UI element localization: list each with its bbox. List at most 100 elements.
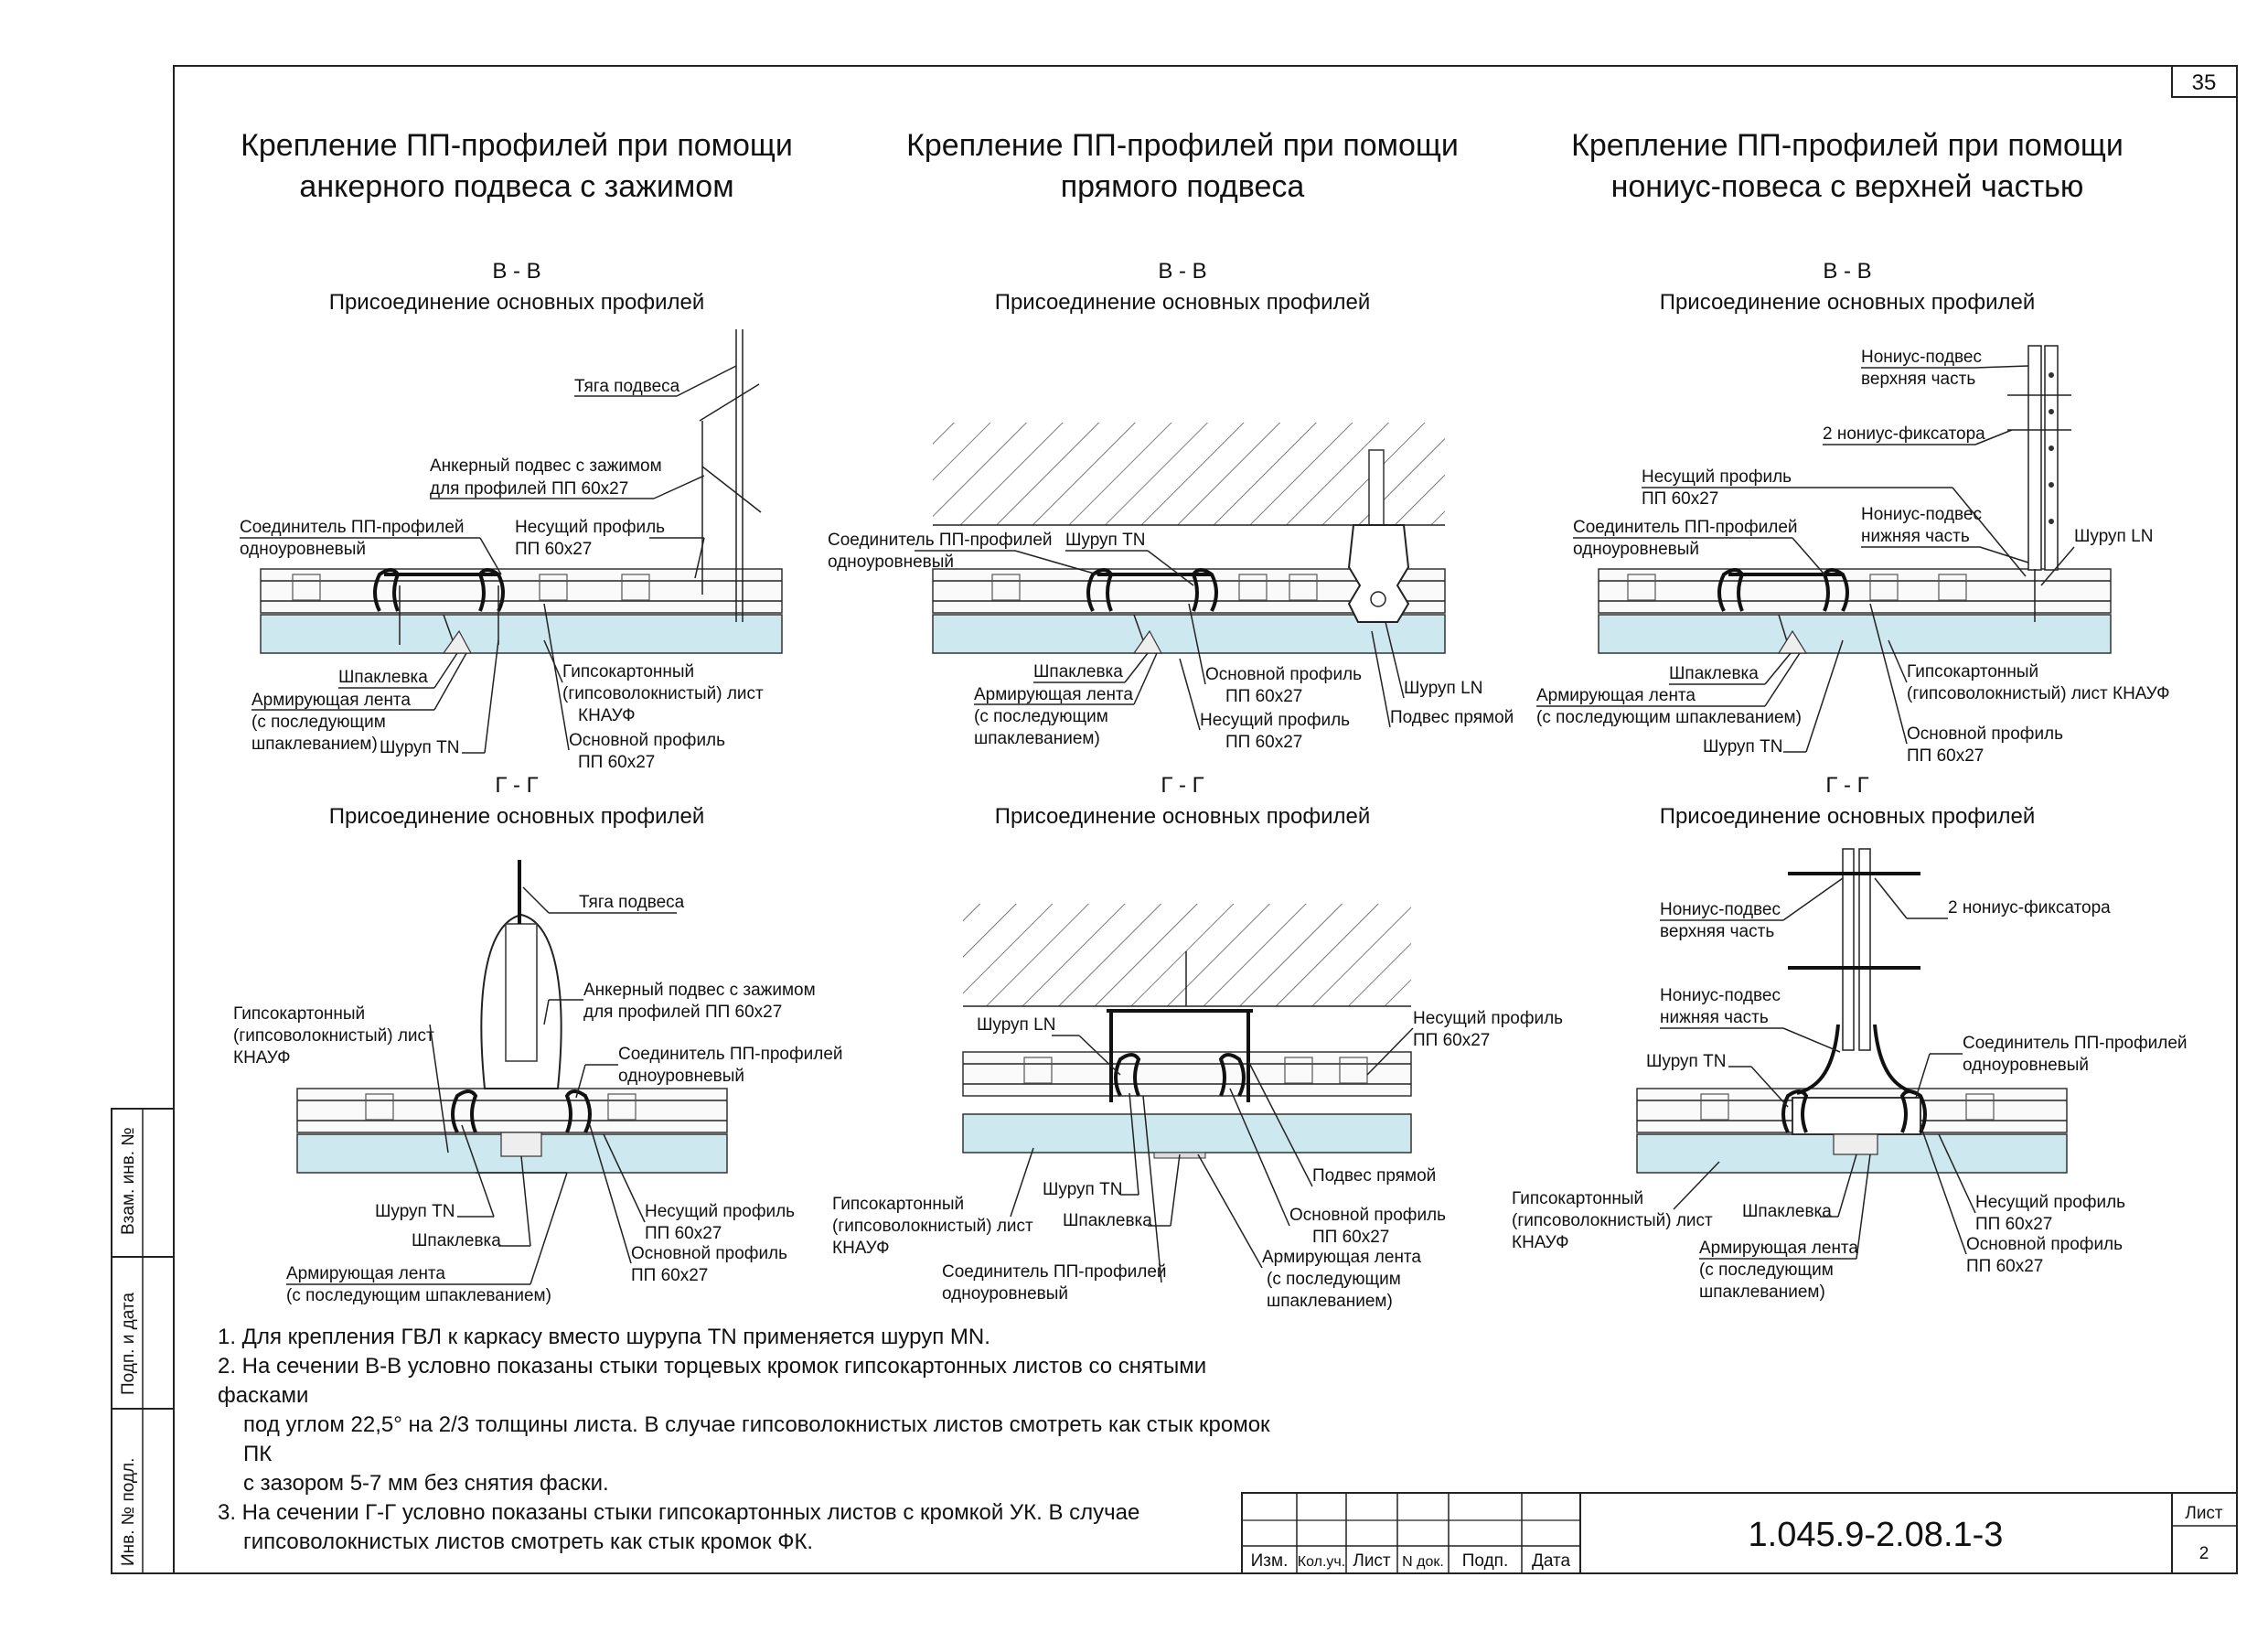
svg-text:Основной профиль: Основной профиль (1966, 1235, 2123, 1254)
svg-text:Несущий профиль: Несущий профиль (1200, 711, 1350, 730)
svg-text:Армирующая лента: Армирующая лента (974, 685, 1133, 704)
svg-text:N док.: N док. (1402, 1554, 1444, 1570)
svg-text:шпаклеванием): шпаклеванием) (974, 729, 1100, 748)
svg-text:Шуруп TN: Шуруп TN (375, 1202, 455, 1221)
svg-text:Присоединение основных профиле: Присоединение основных профилей (1660, 804, 2036, 829)
svg-text:ПП 60х27: ПП 60х27 (1907, 746, 1984, 766)
svg-text:Подп.: Подп. (1462, 1551, 1508, 1571)
svg-text:Взам. инв. №: Взам. инв. № (119, 1127, 138, 1235)
section-heading-g1: Г - Г Присоединение основных профилей (329, 773, 705, 829)
svg-text:Гипсокартонный: Гипсокартонный (233, 1004, 365, 1024)
svg-text:Основной профиль: Основной профиль (1907, 724, 2063, 744)
svg-text:ПП 60х27: ПП 60х27 (1225, 733, 1302, 752)
svg-text:Нониус-подвес: Нониус-подвес (1861, 348, 1982, 367)
svg-text:Армирующая лента: Армирующая лента (1262, 1248, 1421, 1267)
document-code: 1.045.9-2.08.1-3 (1749, 1516, 2004, 1554)
note-line: под углом 22,5° на 2/3 толщины листа. В … (243, 1412, 1270, 1466)
svg-text:ПП 60х27: ПП 60х27 (1225, 687, 1302, 706)
svg-text:Нониус-подвес: Нониус-подвес (1660, 900, 1781, 919)
svg-text:верхняя часть: верхняя часть (1660, 922, 1774, 941)
svg-text:одноуровневый: одноуровневый (1573, 540, 1699, 559)
svg-text:Присоединение основных профиле: Присоединение основных профилей (329, 804, 705, 829)
svg-text:Несущий профиль: Несущий профиль (1642, 467, 1792, 487)
svg-text:Шуруп TN: Шуруп TN (380, 738, 459, 757)
svg-text:2: 2 (2199, 1544, 2209, 1563)
labels-b1: Тяга подвеса Анкерный подвес с зажимом д… (240, 365, 764, 772)
svg-text:одноуровневый: одноуровневый (942, 1284, 1068, 1304)
svg-text:шпаклеванием): шпаклеванием) (1699, 1282, 1825, 1302)
svg-text:(гипсоволокнистый) лист: (гипсоволокнистый) лист (562, 684, 764, 703)
svg-text:(гипсоволокнистый) лист: (гипсоволокнистый) лист (233, 1026, 434, 1046)
svg-text:Г - Г: Г - Г (1825, 773, 1868, 798)
svg-text:Крепление ПП-профилей при помо: Крепление ПП-профилей при помощи (906, 128, 1459, 163)
labels-g1: Тяга подвеса Анкерный подвес с зажимом д… (233, 886, 843, 1305)
note-line: 2. На сечении В-В условно показаны стыки… (218, 1354, 1207, 1408)
svg-text:Анкерный подвес с зажимом: Анкерный подвес с зажимом (430, 456, 662, 476)
svg-text:Шуруп TN: Шуруп TN (1065, 531, 1145, 550)
drawing-g1 (296, 860, 728, 1174)
svg-text:Тяга подвеса: Тяга подвеса (579, 893, 685, 912)
svg-text:Соединитель ПП-профилей: Соединитель ПП-профилей (1963, 1034, 2188, 1053)
svg-text:Крепление ПП-профилей при помо: Крепление ПП-профилей при помощи (241, 128, 793, 163)
svg-text:нониус-повеса с верхней частью: нониус-повеса с верхней частью (1611, 169, 2084, 204)
svg-text:Лист: Лист (2185, 1504, 2223, 1523)
drawing-frame (173, 65, 2238, 1574)
svg-text:прямого подвеса: прямого подвеса (1061, 169, 1305, 204)
note-line: гипсоволокнистых листов смотреть как сты… (243, 1529, 814, 1554)
svg-text:Присоединение основных профиле: Присоединение основных профилей (995, 290, 1371, 315)
svg-text:Инв. № подл.: Инв. № подл. (119, 1458, 138, 1566)
section-heading-g2: Г - Г Присоединение основных профилей (995, 773, 1371, 829)
svg-text:(гипсоволокнистый) лист: (гипсоволокнистый) лист (832, 1217, 1033, 1236)
svg-text:Шуруп LN: Шуруп LN (1404, 679, 1482, 698)
column-title-3: Крепление ПП-профилей при помощи нониус-… (1571, 128, 2124, 204)
svg-text:одноуровневый: одноуровневый (828, 553, 954, 572)
svg-text:Армирующая лента: Армирующая лента (251, 691, 411, 710)
svg-text:одноуровневый: одноуровневый (618, 1067, 744, 1086)
drawing-g3 (1636, 848, 2068, 1174)
svg-text:В - В: В - В (1823, 259, 1871, 284)
svg-text:2 нониус-фиксатора: 2 нониус-фиксатора (1948, 898, 2111, 917)
svg-text:Основной профиль: Основной профиль (1205, 665, 1362, 684)
svg-text:Соединитель ПП-профилей: Соединитель ПП-профилей (240, 518, 465, 537)
sheet-number-box (2171, 65, 2238, 98)
svg-text:КНАУФ: КНАУФ (578, 706, 636, 725)
svg-text:Соединитель ПП-профилей: Соединитель ПП-профилей (618, 1045, 843, 1064)
section-heading-b3: В - В Присоединение основных профилей (1660, 259, 2036, 315)
svg-text:для профилей ПП 60х27: для профилей ПП 60х27 (583, 1003, 782, 1022)
svg-text:ПП 60х27: ПП 60х27 (1642, 489, 1718, 509)
svg-text:Присоединение основных профиле: Присоединение основных профилей (995, 804, 1371, 829)
svg-text:Несущий профиль: Несущий профиль (515, 518, 665, 537)
drawing-b3 (1598, 345, 2112, 654)
svg-text:Дата: Дата (1532, 1551, 1571, 1571)
svg-text:Соединитель ПП-профилей: Соединитель ПП-профилей (1573, 518, 1798, 537)
svg-text:Несущий профиль: Несущий профиль (1975, 1193, 2125, 1212)
drawing-g2 (962, 904, 1412, 1159)
sheet-number-top: 35 (2192, 70, 2217, 95)
labels-b2: Соединитель ПП-профилей одноуровневый Шу… (828, 531, 1514, 752)
svg-text:В - В: В - В (1158, 259, 1206, 284)
svg-text:Гипсокартонный: Гипсокартонный (832, 1195, 964, 1214)
svg-text:для профилей ПП 60х27: для профилей ПП 60х27 (430, 479, 628, 499)
svg-text:нижняя часть: нижняя часть (1660, 1008, 1769, 1027)
svg-text:(гипсоволокнистый) лист КНАУФ: (гипсоволокнистый) лист КНАУФ (1907, 684, 2170, 703)
svg-text:анкерного подвеса с зажимом: анкерного подвеса с зажимом (299, 169, 733, 204)
svg-text:Шпаклевка: Шпаклевка (338, 668, 428, 687)
svg-text:Основной профиль: Основной профиль (569, 731, 725, 750)
svg-text:шпаклеванием): шпаклеванием) (1267, 1292, 1393, 1311)
svg-text:Шуруп LN: Шуруп LN (2074, 527, 2153, 546)
svg-text:Армирующая лента: Армирующая лента (286, 1264, 445, 1283)
svg-text:Изм.: Изм. (1251, 1551, 1289, 1571)
svg-text:(гипсоволокнистый) лист: (гипсоволокнистый) лист (1512, 1211, 1713, 1230)
svg-text:Нониус-подвес: Нониус-подвес (1861, 505, 1982, 524)
svg-text:Шпаклевка: Шпаклевка (1742, 1202, 1832, 1221)
svg-text:ПП 60х27: ПП 60х27 (645, 1224, 722, 1243)
svg-text:Подвес прямой: Подвес прямой (1390, 708, 1514, 727)
svg-text:ПП 60х27: ПП 60х27 (515, 540, 592, 559)
svg-text:Нониус-подвес: Нониус-подвес (1660, 986, 1781, 1005)
svg-text:одноуровневый: одноуровневый (1963, 1056, 2089, 1075)
svg-text:Шуруп LN: Шуруп LN (977, 1015, 1055, 1035)
svg-text:Лист: Лист (1353, 1551, 1391, 1571)
svg-text:ПП 60х27: ПП 60х27 (1975, 1215, 2052, 1234)
svg-text:(с последующим: (с последующим (974, 707, 1108, 726)
